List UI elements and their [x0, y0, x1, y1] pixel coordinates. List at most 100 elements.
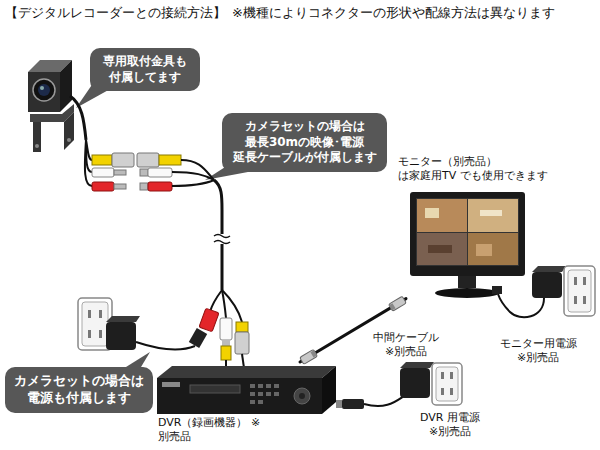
bnc-plug [300, 349, 318, 364]
bnc-plug [310, 350, 317, 357]
dvr-recorder [157, 366, 336, 414]
dc-plug [136, 308, 219, 349]
wall-outlet [99, 330, 102, 338]
mount-bracket [67, 138, 71, 142]
video-plug [242, 354, 244, 368]
monitor [468, 199, 518, 232]
extension-cable [214, 241, 230, 244]
wall-outlet [99, 310, 102, 318]
extension-cable [172, 160, 242, 322]
monitor [458, 276, 476, 288]
dvr-recorder [250, 392, 255, 396]
dvr-recorder [258, 384, 263, 388]
rca-connector [92, 168, 114, 177]
note-label: モニター用電源 ※別売品 [496, 337, 580, 366]
monitor [435, 288, 499, 298]
note-label: ※機種によりコネクターの形状や配線方法は異なります [232, 5, 555, 22]
monitor [410, 192, 525, 276]
rca-connector [148, 168, 172, 177]
wall-outlet [568, 270, 591, 312]
dvr-recorder [294, 388, 310, 404]
wall-outlet [564, 266, 595, 316]
diagram-title: 【デジタルレコーダーとの接続方法】 [5, 5, 226, 22]
wall-outlet [88, 310, 91, 318]
monitor [417, 233, 467, 265]
monitor-power-cord [492, 286, 502, 294]
camera [38, 84, 50, 96]
dvr-recorder [266, 392, 271, 396]
wall-outlet [441, 388, 444, 395]
device-caption: DVR（録画機器） ※別売品 [158, 416, 270, 445]
callout-bubble: カメラセットの場合は 電源も付属します [5, 367, 153, 413]
camera [33, 79, 55, 101]
mount-bracket [64, 112, 74, 150]
video-plug [220, 318, 249, 368]
edge-label: 中間ケーブル ※別売品 [368, 330, 444, 361]
monitor [428, 245, 452, 253]
dc-connector [92, 182, 172, 191]
monitor [410, 192, 525, 298]
video-plug [235, 332, 249, 354]
bnc-plug [389, 303, 396, 310]
wall-outlet [450, 388, 453, 395]
dvr-recorder [299, 393, 305, 399]
ac-adapter [400, 362, 434, 398]
dc-connector [114, 184, 126, 189]
video-plug [236, 322, 248, 332]
wall-outlet [583, 296, 586, 304]
ac-adapter [532, 266, 566, 298]
dvr-recorder [157, 378, 322, 414]
bnc-plug [388, 296, 406, 311]
dvr-recorder [266, 384, 271, 388]
monitor [480, 210, 502, 216]
ac-adapter [400, 362, 434, 368]
camera-cable [70, 96, 86, 140]
wall-outlet [432, 363, 462, 405]
extension-cable [210, 290, 222, 312]
callout-bubble: カメラセットの場合は 最長30mの映像･電源 延長ケーブルが付属します [222, 113, 387, 172]
mount-bracket [30, 104, 74, 152]
dvr-recorder [250, 384, 255, 388]
wall-outlet [88, 330, 91, 338]
ac-adapter [106, 322, 136, 350]
callout-bubble: 専用取付金具も 付属してます [90, 48, 200, 91]
mount-bracket [35, 144, 39, 148]
dc-plug [199, 308, 219, 332]
bnc-connector [137, 153, 159, 167]
camera [28, 72, 60, 112]
bnc-plug [388, 296, 406, 311]
dvr-recorder [258, 392, 263, 396]
monitor [476, 244, 492, 256]
ac-adapter [400, 368, 430, 398]
camera [60, 60, 72, 112]
device-caption: モニター（別売品）は家庭用TV でも使用できます [398, 155, 548, 184]
monitor [468, 233, 518, 265]
dc-plug [189, 328, 207, 348]
dvr-recorder [162, 382, 180, 387]
dvr-power-cord [336, 400, 342, 408]
dvr-recorder [190, 385, 240, 393]
ac-adapter [106, 316, 140, 350]
extension-cable [214, 235, 230, 238]
dc-connector [140, 183, 148, 190]
dvr-recorder [250, 400, 255, 404]
header-row: 【デジタルレコーダーとの接続方法】 ※機種によりコネクターの形状や配線方法は異なり… [5, 5, 555, 22]
bnc-connector [112, 153, 134, 167]
dc-connector [92, 182, 114, 191]
camera-cable [86, 140, 92, 172]
wall-outlet [82, 302, 108, 346]
extension-cable [214, 180, 222, 234]
wall-outlet [432, 363, 462, 405]
camera-cable [85, 140, 92, 186]
wall-outlet [436, 367, 458, 401]
monitor [425, 208, 439, 218]
note-label: DVR 用電源 ※別売品 [414, 411, 486, 440]
wall-outlet [574, 296, 577, 304]
monitor [416, 198, 519, 266]
rca-connector [114, 170, 126, 175]
bnc-plug [300, 349, 318, 364]
dvr-box: DVR（録画機器） ※別売品 [152, 362, 342, 445]
extension-cable [172, 172, 214, 180]
